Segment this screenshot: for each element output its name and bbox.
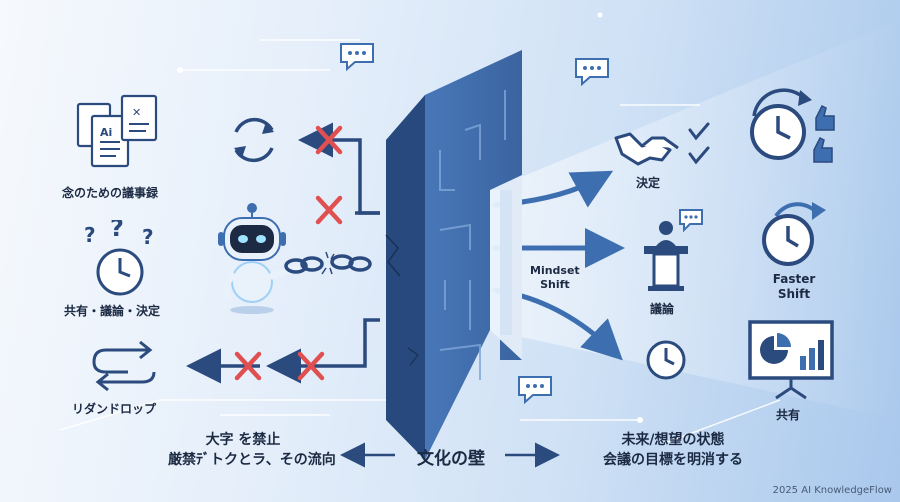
bottom-right-line-2: 会議の目標を明消する: [603, 452, 743, 468]
faster-shift-label: Faster Shift: [766, 272, 822, 302]
svg-text:✕: ✕: [132, 106, 141, 119]
faster-line-1: Faster: [772, 272, 816, 286]
copyright-text: 2025 AI KnowledgeFlow: [772, 485, 892, 496]
chat-bubble-icon: [575, 58, 609, 87]
svg-text:Ai: Ai: [100, 126, 112, 139]
broken-chain-icon: [284, 251, 372, 275]
culture-wall: [385, 50, 522, 460]
bottom-left-line-1: 大字 を禁止: [205, 432, 281, 448]
faster-clock-icon: [762, 202, 826, 266]
meeting-label: 共有・議論・決定: [64, 304, 161, 318]
bottom-left-line-2: 厳禁ﾃﾞトクとラ、その流向: [168, 452, 336, 468]
blocked-arrows: [186, 122, 380, 384]
docs-label: 念のための議事録: [62, 186, 159, 200]
mindset-line-1: Mindset: [530, 264, 580, 277]
mindset-shift-label: Mindset Shift: [530, 264, 580, 292]
documents-icon: Ai ✕: [76, 94, 158, 168]
wall-label: 文化の壁: [417, 449, 485, 469]
clock-thumbs-icon: [750, 88, 835, 163]
loop-label: リダンドロップ: [72, 402, 157, 416]
chat-bubble-icon: [518, 376, 552, 405]
robot-icon: [218, 203, 300, 314]
clock-icon: [646, 340, 686, 380]
svg-text:?: ?: [84, 223, 96, 247]
svg-text:?: ?: [142, 225, 154, 249]
podium-icon: [644, 209, 703, 291]
share-label: 共有: [776, 408, 801, 422]
bottom-right-text: 未来/想望の状態 会議の目標を明消する: [588, 430, 758, 470]
refresh-icon: [234, 117, 274, 163]
discuss-label: 議論: [650, 302, 675, 316]
presentation-board-icon: [748, 320, 834, 400]
bottom-right-line-1: 未来/想望の状態: [621, 432, 725, 448]
loop-arrows-icon: [92, 340, 156, 392]
x-mark-icon: [234, 125, 343, 381]
faster-line-2: Shift: [777, 287, 811, 301]
decide-label: 決定: [636, 176, 661, 190]
svg-text:?: ?: [110, 220, 124, 242]
mindset-line-2: Shift: [540, 278, 570, 291]
clock-question-icon: ? ? ?: [84, 220, 154, 296]
handshake-icon: [614, 122, 710, 166]
bottom-left-text: 大字 を禁止 厳禁ﾃﾞトクとラ、その流向: [168, 430, 336, 470]
chat-bubble-icon: [340, 43, 374, 72]
